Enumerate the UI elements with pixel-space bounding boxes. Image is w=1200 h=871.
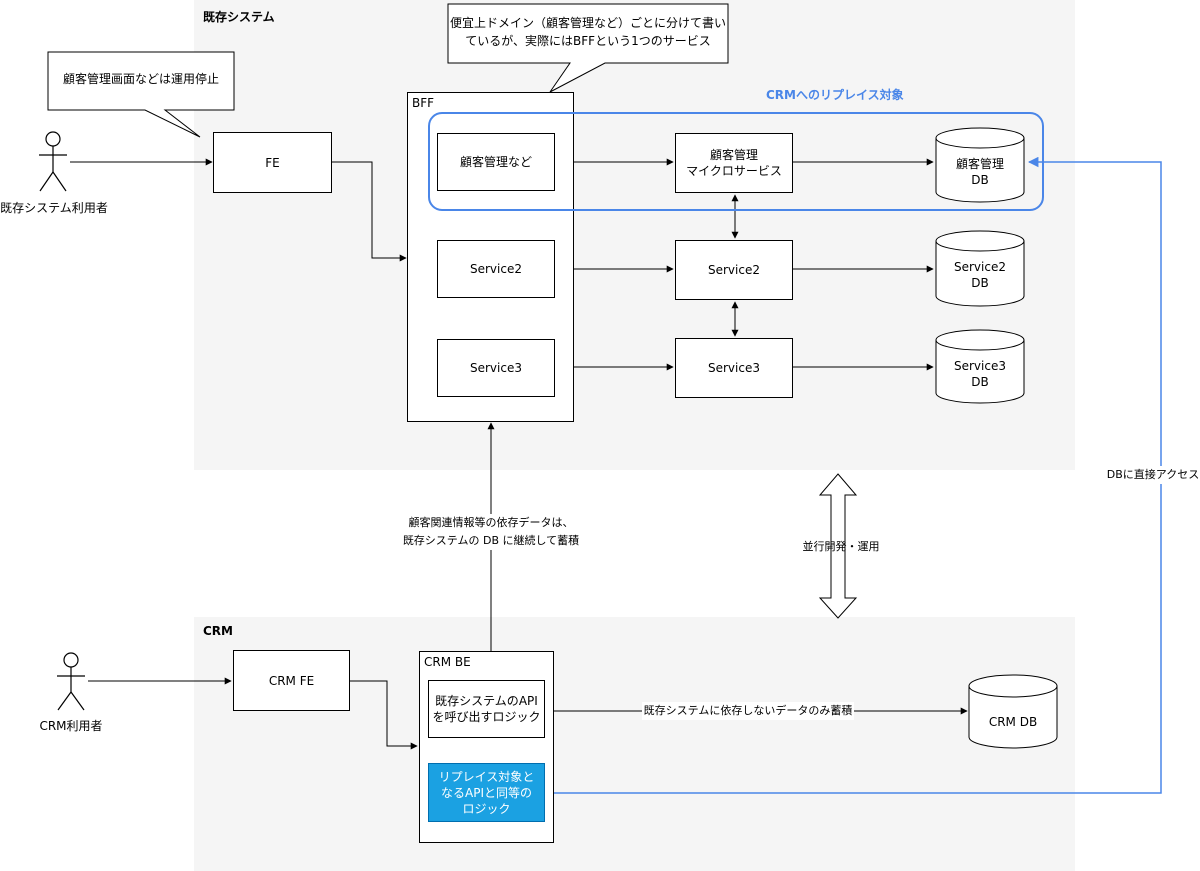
fe-note-text: 顧客管理画面などは運用停止 — [62, 72, 219, 86]
crm-be-label: CRM BE — [424, 655, 471, 669]
service2-microservice-box: Service2 — [675, 240, 793, 300]
service3-microservice-box: Service3 — [675, 338, 793, 398]
api-call-logic-box: 既存システムのAPI を呼び出すロジック — [428, 680, 545, 738]
direct-db-access-label: DBに直接アクセス — [1106, 466, 1200, 484]
parallel-label: 並行開発・運用 — [802, 540, 880, 553]
service3-db-cylinder — [935, 329, 1025, 404]
crm-fe-box: CRM FE — [233, 650, 350, 711]
bff-note-callout — [447, 3, 729, 93]
fe-box: FE — [213, 132, 332, 193]
crm-replace-scope — [428, 112, 1044, 211]
crm-user-label: CRM利用者 — [39, 719, 103, 733]
parallel-double-arrow — [818, 473, 858, 619]
edge-crm-fe-to-be — [350, 680, 418, 750]
fe-note-callout — [47, 51, 235, 138]
customer-db-label: 顧客管理 DB — [955, 157, 1004, 187]
bff-note-text: 便宜上ドメイン（顧客管理など）ごとに分けて書い ているが、実際にはBFFという1… — [449, 16, 726, 48]
bff-customer-box: 顧客管理など — [437, 133, 555, 191]
service3-db-label: Service3 DB — [954, 359, 1006, 389]
service2-db-cylinder — [935, 230, 1025, 307]
crm-replace-scope-label: CRMへのリプレイス対象 — [766, 88, 904, 102]
bff-service3-box: Service3 — [437, 339, 555, 397]
replace-logic-box: リプレイス対象と なるAPIと同等の ロジック — [428, 763, 545, 822]
independent-data-label: 既存システムに依存しないデータのみ蓄積 — [642, 702, 854, 720]
bff-service2-box: Service2 — [437, 240, 555, 298]
existing-system-title: 既存システム — [203, 10, 275, 24]
crm-db-label: CRM DB — [988, 715, 1038, 729]
crm-user-actor — [57, 652, 85, 711]
customer-db-cylinder — [935, 127, 1025, 203]
existing-system-region — [194, 0, 1075, 470]
edge-fe-to-bff — [332, 161, 407, 262]
service2-db-label: Service2 DB — [954, 260, 1006, 290]
bff-label: BFF — [412, 96, 435, 110]
edge-direct-db-access — [546, 156, 1162, 794]
crm-region-title: CRM — [203, 624, 233, 638]
dependent-data-label: 顧客関連情報等の依存データは、 既存システムの DB に継続して蓄積 — [398, 514, 584, 550]
existing-user-actor — [39, 131, 67, 192]
crm-db-cylinder — [968, 674, 1058, 749]
customer-microservice-box: 顧客管理 マイクロサービス — [675, 133, 793, 193]
existing-user-label: 既存システム利用者 — [0, 201, 108, 215]
